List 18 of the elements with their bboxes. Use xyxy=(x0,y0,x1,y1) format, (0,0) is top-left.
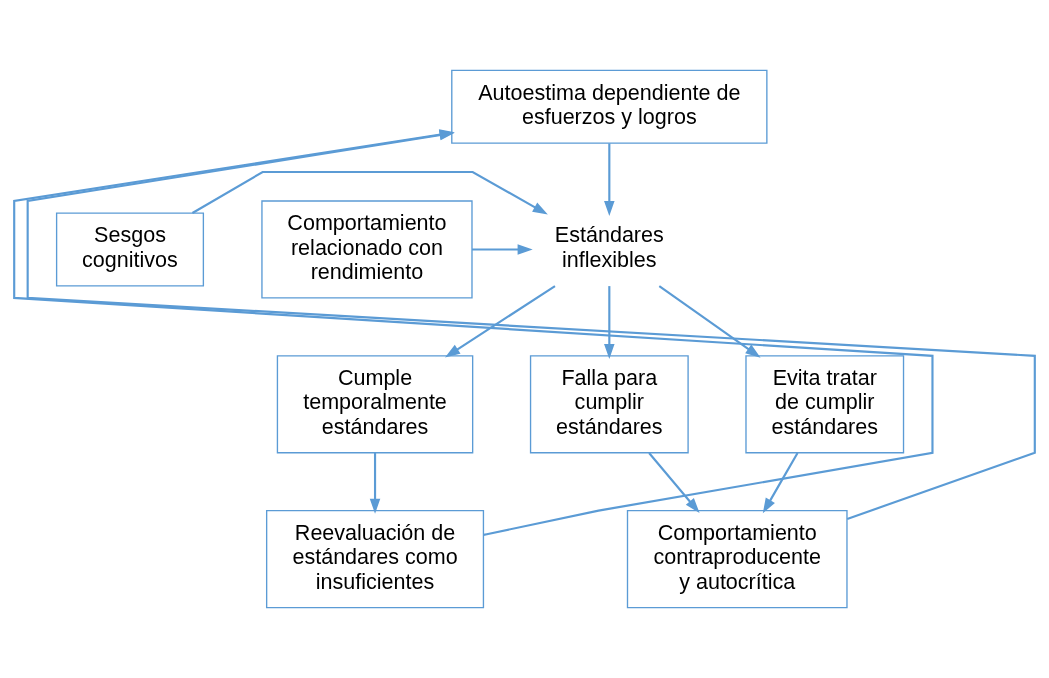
node-box: Comportamiento relacionado con rendimiento xyxy=(261,200,473,299)
node-box: Autoestima dependiente de esfuerzos y logros xyxy=(451,69,768,144)
node-box: Reevaluación de estándares como insuficientes xyxy=(266,510,485,609)
arrow xyxy=(445,285,556,358)
arrow xyxy=(604,143,615,217)
arrow xyxy=(191,170,548,215)
arrow xyxy=(658,285,761,358)
node-box: Falla para cumplir estándares xyxy=(529,355,689,454)
node-text: Estándares inflexibles xyxy=(554,223,664,272)
node-box: Sesgos cognitivos xyxy=(55,212,205,287)
node-box: Cumple temporalmente estándares xyxy=(276,355,474,454)
node-box: Comportamiento contraproducente y autocrítica xyxy=(626,510,848,609)
arrow xyxy=(369,452,381,514)
node-box: Evita tratar de cumplir estándares xyxy=(745,355,905,454)
arrow xyxy=(604,286,615,359)
arrow xyxy=(762,452,799,514)
arrow xyxy=(648,452,700,513)
arrow xyxy=(472,244,533,255)
